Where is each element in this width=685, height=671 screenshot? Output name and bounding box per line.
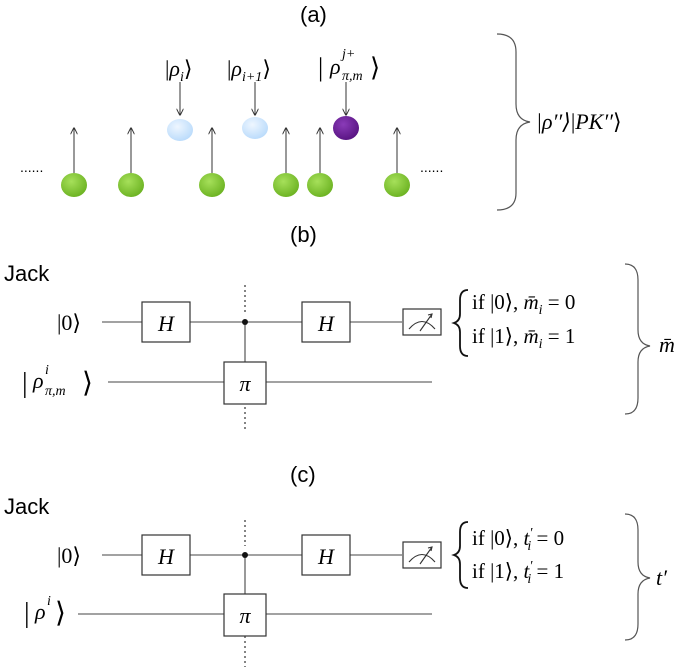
ket-input-b-symbol: ρ (32, 368, 44, 393)
gate-pi-c (223, 593, 267, 637)
gate-h2-b (301, 301, 351, 343)
gate-pi-b-label: π (239, 371, 251, 396)
ket-input-b-sub: π,m (45, 384, 66, 399)
panel-c-label: (c) (290, 462, 316, 487)
ellipsis-left: ...... (20, 159, 43, 175)
outcome-brace-c (451, 521, 469, 589)
ket-rho-pi-sup: j+ (340, 47, 355, 62)
result-brace-b (624, 263, 651, 415)
ket-rho-i-plus-1: |ρi+1⟩ (227, 56, 271, 85)
gate-h2-b-label: H (317, 311, 335, 336)
panel-a-label: (a) (300, 2, 327, 27)
light-blue-state-2 (242, 117, 268, 139)
panel-b-label: (b) (290, 222, 317, 247)
outcome-b-1: if |0⟩, m̄i = 0 (472, 290, 575, 318)
green-chain (61, 128, 410, 197)
ket-rho-pi-symbol: ρ (329, 54, 341, 79)
ket-input-b-open: | (22, 368, 28, 399)
gate-h2-c-label: H (317, 544, 335, 569)
panel-c: (c) Jack |0⟩ H π H | ρ i ⟩ if |0⟩, t′i =… (4, 462, 668, 667)
ket-zero-c: |0⟩ (57, 543, 81, 568)
green-state-2 (118, 173, 144, 197)
panel-b: (b) Jack |0⟩ H π H | ρ i π,m ⟩ if |0⟩, m… (4, 222, 675, 432)
result-m-bar: m̄ (659, 332, 675, 357)
brace-a (496, 33, 531, 211)
measurement-meter-icon-b (402, 308, 442, 336)
gate-h1-b (141, 301, 191, 343)
result-brace-c (624, 513, 651, 641)
control-dot-b (242, 319, 248, 325)
ket-input-c-sup: i (47, 594, 51, 609)
ket-input-c-open: | (24, 598, 30, 629)
ket-rho-i: |ρi⟩ (165, 56, 192, 85)
green-state-3 (199, 173, 225, 197)
ket-input-b-sup: i (45, 363, 49, 378)
gate-pi-b (223, 361, 267, 405)
ket-input-c-close: ⟩ (55, 598, 66, 629)
green-state-4 (273, 173, 299, 197)
gate-h2-c (301, 534, 351, 576)
ellipsis-right: ...... (420, 159, 443, 175)
gate-h1-b-label: H (157, 311, 175, 336)
purple-state (333, 116, 359, 140)
outcome-c-2: if |1⟩, t′i = 1 (472, 559, 564, 587)
ket-rho-pi-close: ⟩ (370, 53, 380, 82)
green-state-5 (307, 173, 333, 197)
outcome-brace-b (451, 289, 469, 357)
ket-input-b-close: ⟩ (82, 368, 93, 399)
control-dot-c (242, 552, 248, 558)
party-jack-b: Jack (4, 261, 50, 286)
gate-h1-c-label: H (157, 544, 175, 569)
result-t-prime: t′ (656, 565, 668, 590)
result-rho-pk: |ρ′′⟩|PK′′⟩ (536, 109, 622, 134)
ket-zero-b: |0⟩ (57, 310, 81, 335)
ket-input-c-symbol: ρ (34, 599, 46, 624)
measurement-meter-icon-c (402, 541, 442, 569)
gate-pi-c-label: π (239, 603, 251, 628)
green-state-1 (61, 173, 87, 197)
gate-h1-c (141, 534, 191, 576)
outcome-b-2: if |1⟩, m̄i = 1 (472, 324, 575, 352)
light-blue-state-1 (167, 119, 193, 141)
party-jack-c: Jack (4, 494, 50, 519)
green-state-6 (384, 173, 410, 197)
ket-rho-pi-sub: π,m (342, 69, 363, 84)
ket-rho-pi-open: | (318, 53, 323, 82)
outcome-c-1: if |0⟩, t′i = 0 (472, 526, 564, 554)
panel-a: (a) |ρi⟩ |ρi+1⟩ | ρ j+ π,m ⟩ (20, 2, 622, 211)
